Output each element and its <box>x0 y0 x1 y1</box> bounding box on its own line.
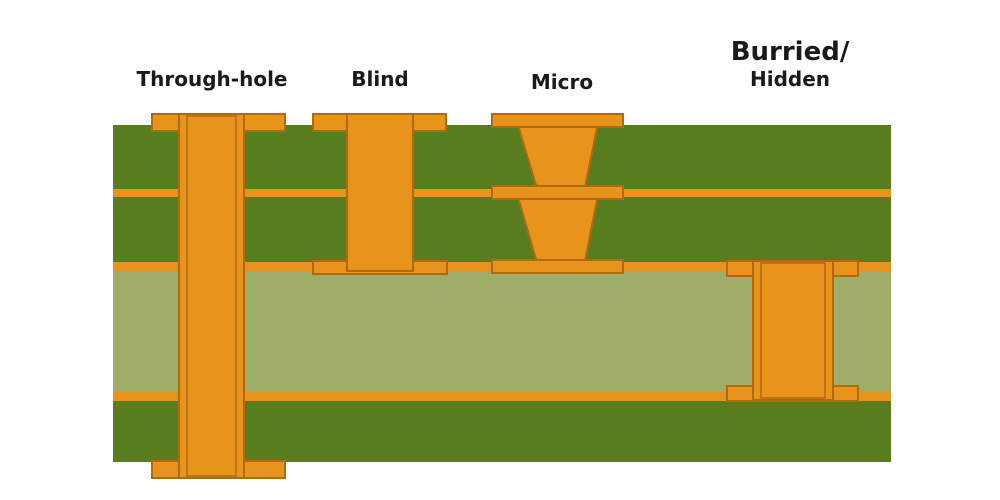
layer-top-dielectric <box>113 125 891 189</box>
label-buried-line1: Burried/ <box>730 37 850 67</box>
through-hole-bottom-pad <box>151 460 286 479</box>
label-buried-hidden: Burried/ Hidden <box>731 38 850 90</box>
copper-trace-layer-3 <box>113 392 891 401</box>
label-micro: Micro <box>530 70 594 94</box>
label-buried-line2: Hidden <box>749 67 831 91</box>
layer-bottom-dielectric <box>113 401 891 462</box>
pcb-board <box>113 125 891 462</box>
layer-inner-dielectric <box>113 197 891 262</box>
label-through-hole: Through-hole <box>136 67 288 91</box>
label-blind: Blind <box>351 67 409 91</box>
copper-trace-layer-2 <box>113 262 891 271</box>
core-substrate <box>113 271 891 392</box>
copper-trace-layer-1 <box>113 189 891 197</box>
